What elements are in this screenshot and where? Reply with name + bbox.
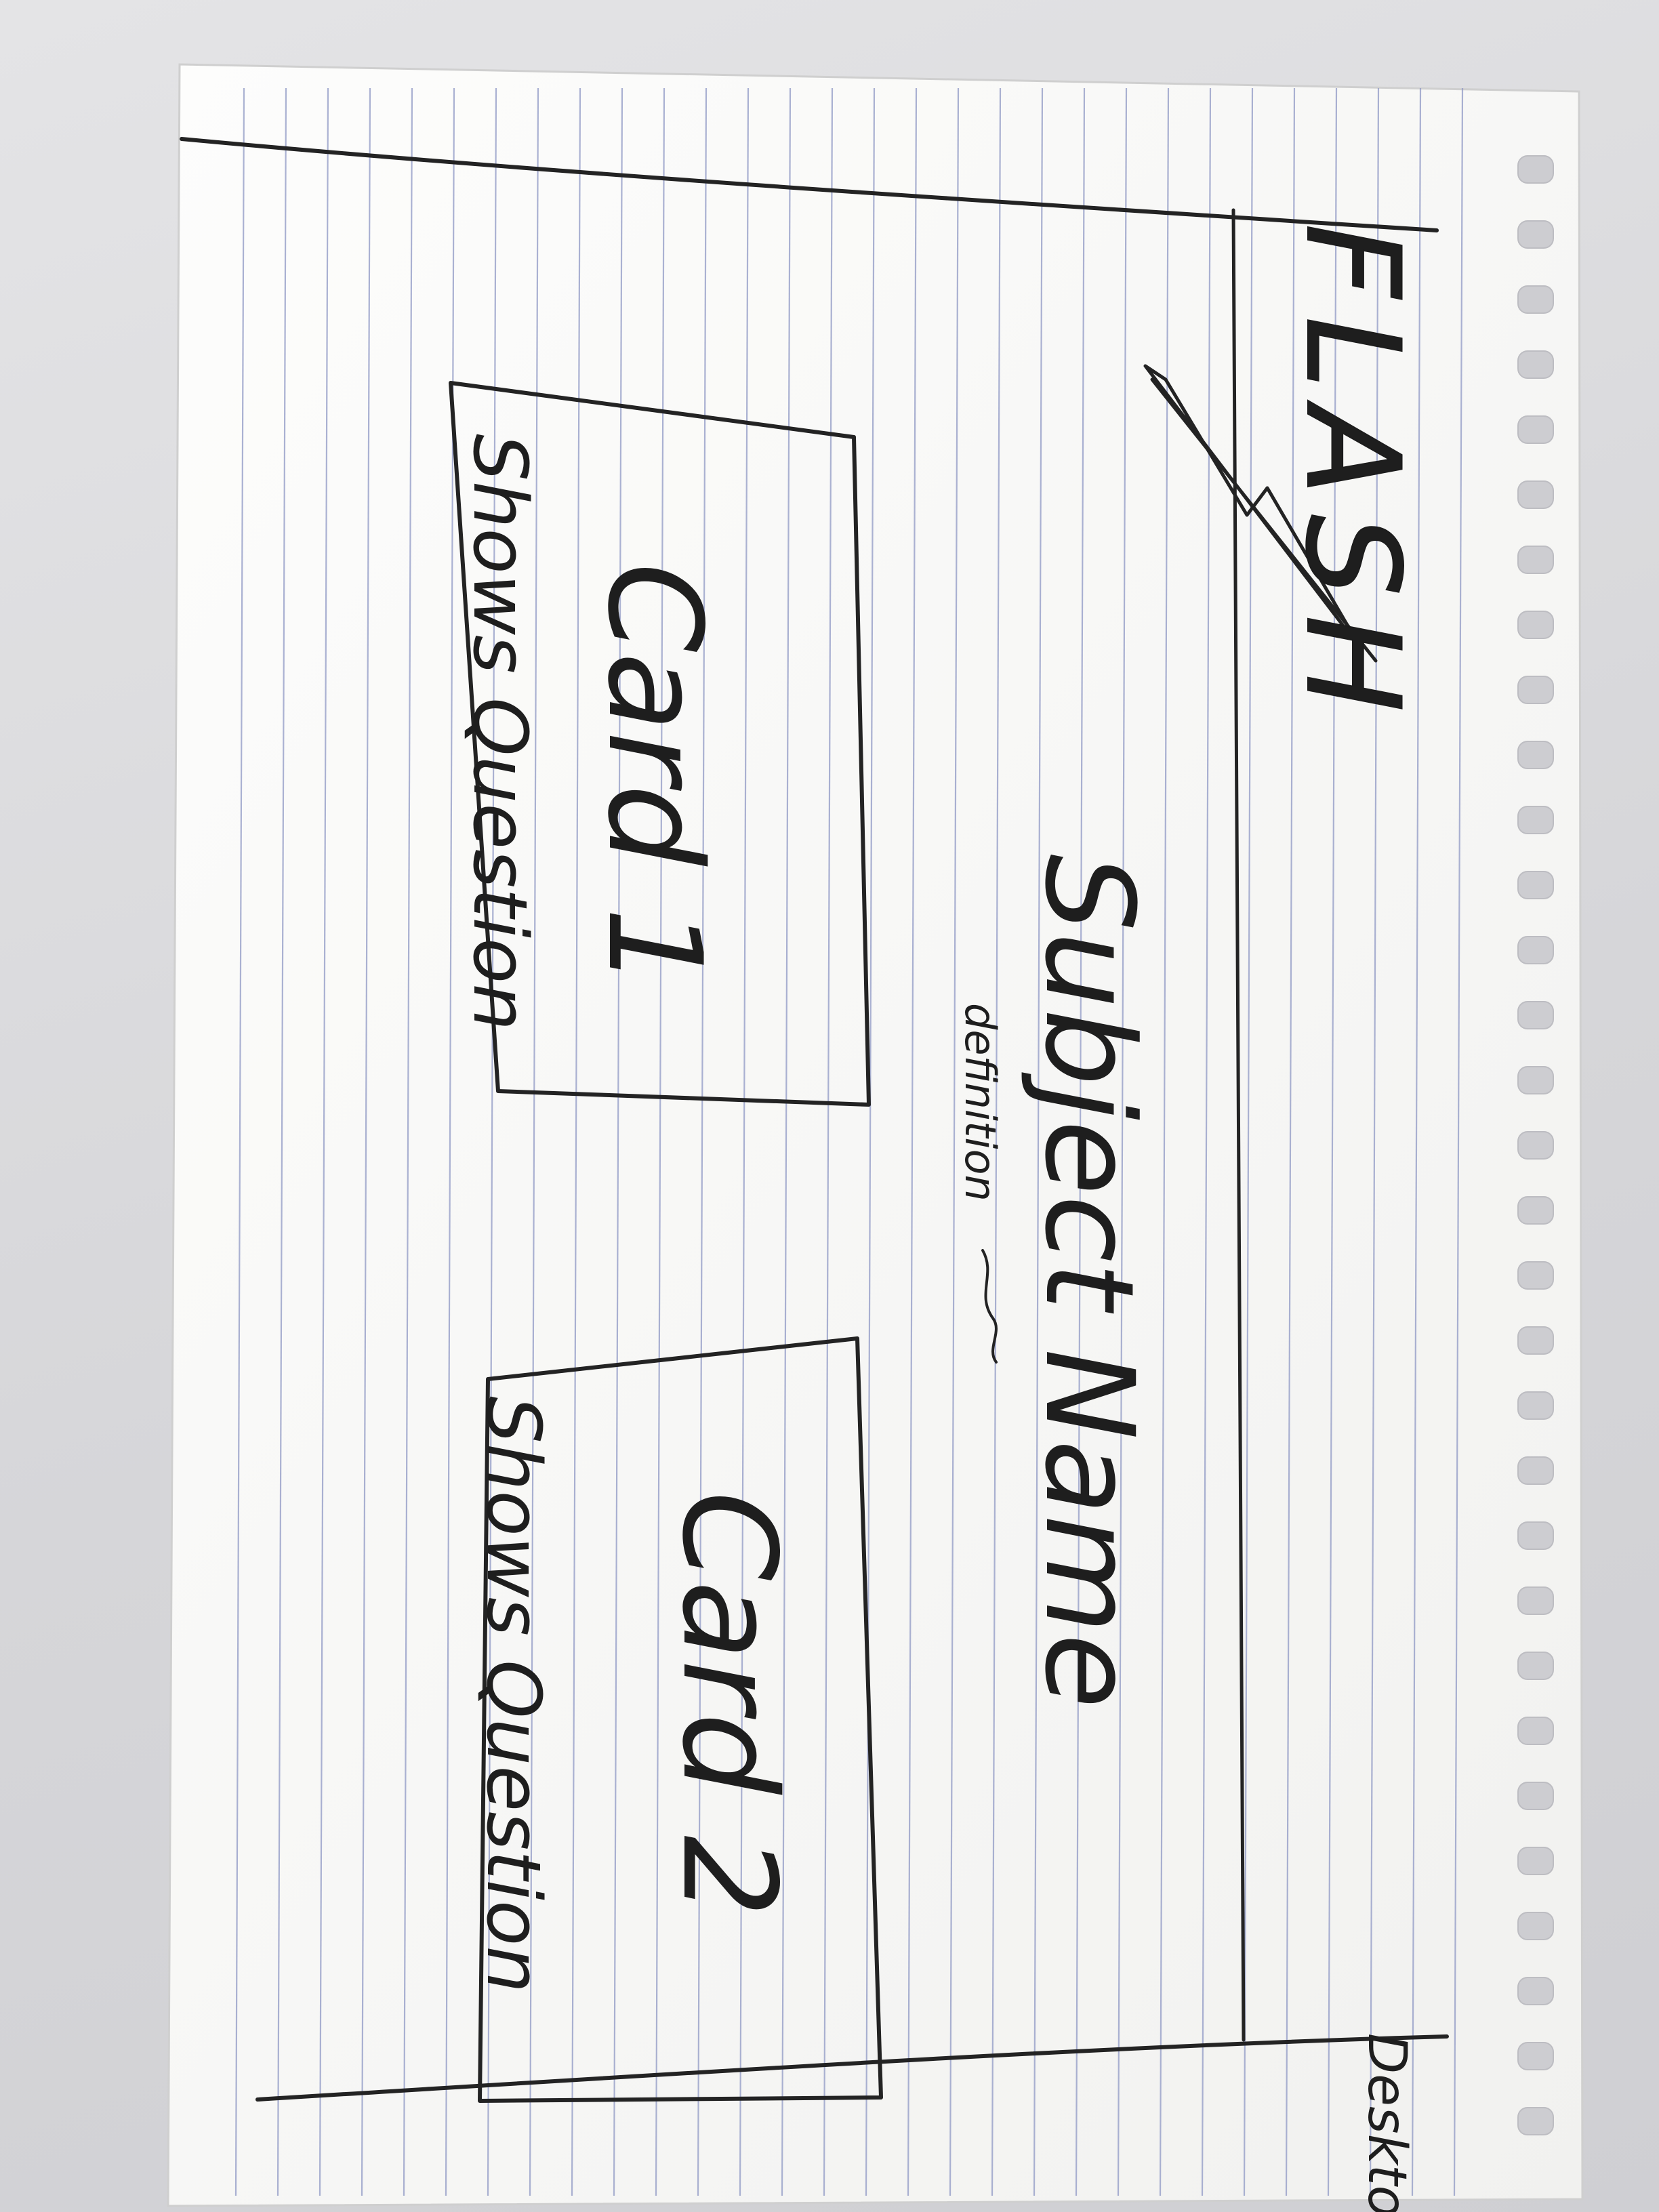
- spiral-hole: [1517, 1652, 1554, 1680]
- ruled-line: [823, 87, 834, 2196]
- spiral-hole: [1517, 1326, 1554, 1355]
- spiral-hole: [1517, 611, 1554, 639]
- spiral-hole: [1517, 1912, 1554, 1940]
- ruled-line: [865, 87, 876, 2196]
- spiral-hole: [1517, 350, 1554, 379]
- ruled-line: [487, 87, 497, 2196]
- ruled-line: [1243, 87, 1254, 2196]
- spiral-hole: [1517, 806, 1554, 834]
- ruled-line: [697, 87, 708, 2196]
- screen-right-border: [1231, 208, 1246, 2042]
- ruled-line: [781, 87, 792, 2196]
- spiral-hole: [1517, 1586, 1554, 1615]
- spiral-hole: [1517, 2107, 1554, 2135]
- spiral-hole: [1517, 1196, 1554, 1225]
- spiral-hole: [1517, 1782, 1554, 1810]
- logo-text: FLASH: [1277, 224, 1427, 731]
- spiral-hole: [1517, 1261, 1554, 1290]
- ruled-line: [361, 87, 371, 2196]
- ruled-line: [234, 87, 245, 2196]
- ruled-line: [1369, 87, 1380, 2196]
- ruled-line: [1411, 87, 1422, 2196]
- corner-label: Desktop: [1356, 2033, 1417, 2212]
- spiral-hole: [1517, 1521, 1554, 1550]
- spiral-hole: [1517, 1066, 1554, 1094]
- ruled-line: [655, 87, 665, 2196]
- spiral-hole: [1517, 1391, 1554, 1420]
- ruled-line: [529, 87, 539, 2196]
- spiral-hole: [1517, 1717, 1554, 1745]
- ruled-line: [991, 87, 1002, 2196]
- spiral-hole: [1517, 936, 1554, 964]
- ruled-line: [1117, 87, 1128, 2196]
- card-2-box[interactable]: [478, 1336, 883, 2103]
- spiral-hole: [1517, 220, 1554, 249]
- card-2-title: Card 2: [654, 1491, 804, 1917]
- ruled-line: [739, 87, 750, 2196]
- spiral-hole: [1517, 1001, 1554, 1029]
- ruled-line: [571, 87, 581, 2196]
- screen-bottom-border: [255, 2034, 1449, 2102]
- spiral-hole: [1517, 285, 1554, 314]
- ruled-line: [403, 87, 413, 2196]
- subject-title: Subject Name: [1018, 854, 1160, 1708]
- ruled-line: [1075, 87, 1086, 2196]
- ruled-line: [907, 87, 918, 2196]
- spiral-hole: [1517, 480, 1554, 509]
- lightning-bolt-stroke: [1150, 377, 1378, 663]
- ruled-line: [1453, 87, 1464, 2196]
- subject-subtitle: definition: [956, 1003, 1005, 1202]
- ruled-line: [1285, 87, 1296, 2196]
- spiral-hole: [1517, 871, 1554, 899]
- definition-squiggle: [981, 1249, 998, 1364]
- spiral-hole: [1517, 676, 1554, 704]
- ruled-lines: [234, 87, 1464, 2196]
- spiral-hole: [1517, 1456, 1554, 1485]
- spiral-holes: [1517, 155, 1554, 2135]
- spiral-hole: [1517, 1131, 1554, 1160]
- ruled-line: [949, 87, 960, 2196]
- card-1-title: Card 1: [579, 562, 729, 989]
- card-1-box[interactable]: [449, 381, 871, 1107]
- ruled-line: [613, 87, 623, 2196]
- spiral-hole: [1517, 546, 1554, 574]
- ruled-line: [1201, 87, 1212, 2196]
- ruled-line: [1033, 87, 1044, 2196]
- screen-top-border: [180, 137, 1439, 232]
- ruled-line: [276, 87, 287, 2196]
- card-1-body: Shows Question: [457, 434, 544, 1031]
- spiral-hole: [1517, 1847, 1554, 1875]
- spiral-hole: [1517, 415, 1554, 444]
- spiral-hole: [1517, 741, 1554, 769]
- ruled-line: [319, 87, 329, 2196]
- ruled-line: [1327, 87, 1338, 2196]
- spiral-hole: [1517, 2042, 1554, 2070]
- spiral-hole: [1517, 1977, 1554, 2005]
- spiral-hole: [1517, 155, 1554, 184]
- lightning-bolt-icon: [1143, 364, 1364, 653]
- ruled-line: [1159, 87, 1170, 2196]
- card-2-body: Shows Question: [470, 1396, 557, 1993]
- paper-sheet: [167, 63, 1584, 2207]
